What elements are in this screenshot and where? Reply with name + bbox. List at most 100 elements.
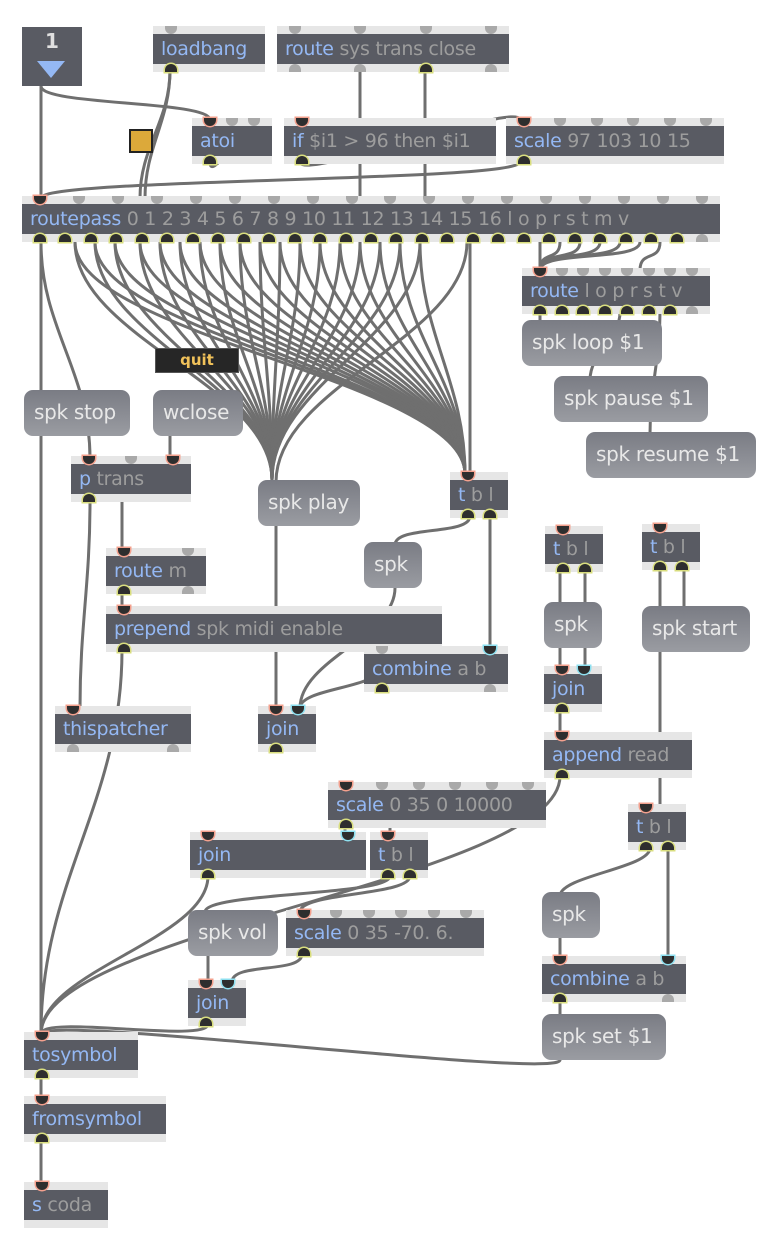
outlet-1[interactable] (555, 306, 568, 314)
inlet-5[interactable] (228, 196, 241, 204)
outlet-26[interactable] (696, 234, 708, 242)
patch-cord-29[interactable] (393, 514, 472, 547)
inlet-0[interactable] (36, 1182, 48, 1190)
inlet-2[interactable] (111, 196, 124, 204)
inlet-1[interactable] (330, 910, 343, 918)
inlet-3[interactable] (485, 26, 497, 34)
inlet-3[interactable] (150, 196, 163, 204)
message-spk2[interactable]: spk (544, 602, 602, 648)
outlet-9[interactable] (263, 234, 276, 242)
inlet-1[interactable] (555, 268, 568, 276)
inlet-4[interactable] (620, 268, 633, 276)
outlet-21[interactable] (568, 234, 581, 242)
outlet-0[interactable] (557, 564, 569, 572)
outlet-1[interactable] (404, 870, 416, 878)
object-scale1[interactable]: scale 97 103 10 15 (506, 118, 724, 164)
inlet-1[interactable] (554, 118, 567, 126)
inlet-0[interactable] (200, 980, 212, 988)
object-p-trans[interactable]: p trans (71, 456, 191, 502)
patch-cord-70[interactable] (270, 240, 362, 482)
inlet-1[interactable] (376, 782, 389, 790)
outlet-6[interactable] (664, 306, 677, 314)
inlet-1[interactable] (222, 980, 234, 988)
inlet-17[interactable] (696, 196, 708, 204)
patch-cord-41[interactable] (558, 846, 652, 898)
outlet-0[interactable] (556, 770, 568, 778)
patch-cord-49[interactable] (298, 874, 412, 914)
inlet-2[interactable] (590, 118, 603, 126)
inlet-2[interactable] (248, 118, 260, 126)
outlet-4[interactable] (135, 234, 148, 242)
outlet-1[interactable] (676, 562, 688, 570)
inlet-2[interactable] (577, 268, 590, 276)
inlet-2[interactable] (167, 456, 179, 464)
object-t5[interactable]: t b l (628, 804, 686, 850)
patch-cord-84[interactable] (278, 240, 467, 476)
inlet-0[interactable] (654, 524, 666, 532)
patch-cord-83[interactable] (258, 240, 467, 476)
patch-cord-52[interactable] (230, 952, 304, 984)
patch-cord-17[interactable] (538, 240, 562, 272)
inlet-3[interactable] (449, 782, 462, 790)
outlet-0[interactable] (118, 644, 130, 652)
message-spk1[interactable]: spk (364, 542, 422, 588)
object-join2[interactable]: join (544, 666, 602, 712)
inlet-0[interactable] (382, 832, 394, 840)
inlet-0[interactable] (118, 548, 130, 556)
object-scale3[interactable]: scale 0 35 -70. 6. (286, 910, 484, 956)
outlet-0[interactable] (289, 64, 301, 72)
outlet-10[interactable] (288, 234, 301, 242)
message-spk-stop[interactable]: spk stop (24, 390, 130, 436)
patch-cord-89[interactable] (378, 240, 467, 476)
patch-cord-82[interactable] (238, 240, 467, 476)
inlet-14[interactable] (579, 196, 592, 204)
patch-cord-91[interactable] (418, 240, 467, 476)
inlet-3[interactable] (599, 268, 612, 276)
patch-cord-66[interactable] (270, 240, 282, 482)
object-append[interactable]: append read (544, 732, 692, 778)
object-if-obj[interactable]: if $i1 > 96 then $i1 (284, 118, 496, 164)
patch-cord-18[interactable] (538, 240, 582, 272)
object-route-m[interactable]: route m (106, 548, 206, 594)
outlet-0[interactable] (296, 156, 308, 164)
inlet-7[interactable] (306, 196, 319, 204)
patch-cord-11[interactable] (78, 500, 92, 710)
outlet-1[interactable] (579, 564, 591, 572)
inlet-7[interactable] (686, 268, 698, 276)
outlet-0[interactable] (640, 842, 652, 850)
patch-cord-81[interactable] (218, 240, 467, 476)
patch-cord-71[interactable] (270, 240, 382, 482)
patch-cord-67[interactable] (270, 240, 302, 482)
patch-cord-48[interactable] (203, 874, 392, 914)
outlet-20[interactable] (543, 234, 556, 242)
patch-cord-80[interactable] (198, 240, 467, 476)
patch-cord-74[interactable] (73, 240, 467, 476)
object-join4[interactable]: join (188, 980, 246, 1026)
object-combine1[interactable]: combine a b (364, 646, 508, 692)
outlet-5[interactable] (161, 234, 174, 242)
outlet-1[interactable] (59, 234, 72, 242)
inlet-0[interactable] (204, 118, 216, 126)
inlet-2[interactable] (362, 910, 375, 918)
outlet-0[interactable] (202, 870, 214, 878)
inlet-16[interactable] (657, 196, 670, 204)
patch-cord-88[interactable] (358, 240, 467, 476)
inlet-5[interactable] (700, 118, 712, 126)
object-join3[interactable]: join (190, 832, 366, 878)
outlet-7[interactable] (212, 234, 225, 242)
outlet-2[interactable] (577, 306, 590, 314)
inlet-0[interactable] (296, 118, 308, 126)
outlet-1[interactable] (662, 994, 674, 1002)
patch-cord-21[interactable] (538, 240, 642, 272)
outlet-3[interactable] (485, 64, 497, 72)
inlet-4[interactable] (485, 782, 498, 790)
outlet-2[interactable] (84, 234, 97, 242)
inlet-2[interactable] (419, 26, 432, 34)
outlet-16[interactable] (441, 234, 454, 242)
patch-cord-28[interactable] (274, 240, 469, 484)
inlet-6[interactable] (267, 196, 280, 204)
inlet-5[interactable] (642, 268, 655, 276)
inlet-15[interactable] (618, 196, 631, 204)
inlet-0[interactable] (462, 472, 474, 480)
outlet-6[interactable] (186, 234, 199, 242)
